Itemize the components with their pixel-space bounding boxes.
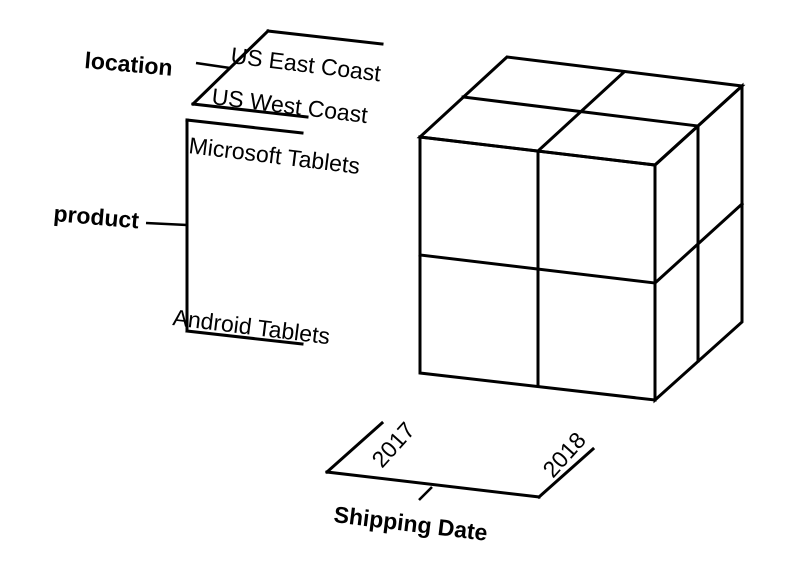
cube-side-face — [653, 82, 744, 404]
location-connector — [195, 61, 231, 70]
product-connector — [145, 221, 188, 227]
location-member-us-east-coast: US East Coast — [229, 42, 382, 86]
date-axis-spine — [325, 470, 541, 499]
date-axis-title: Shipping Date — [332, 501, 489, 546]
data-cube — [416, 55, 746, 404]
date-member-2018: 2018 — [537, 427, 591, 482]
product-axis: product Microsoft Tablets Android Tablet… — [53, 118, 361, 349]
location-tick-west — [191, 102, 309, 119]
location-axis-title: location — [84, 47, 174, 81]
date-member-2017: 2017 — [366, 417, 420, 472]
location-tick-east — [266, 29, 384, 46]
cube-front-divider-h — [418, 253, 657, 285]
product-member-microsoft-tablets: Microsoft Tablets — [187, 132, 361, 179]
product-tick-microsoft — [185, 118, 304, 135]
location-axis-spine — [190, 28, 271, 107]
cube-top-divider-2 — [535, 69, 627, 154]
product-tick-android — [185, 329, 304, 346]
product-axis-title: product — [53, 200, 141, 233]
location-member-us-west-coast: US West Coast — [210, 83, 369, 128]
cube-side-divider-h — [652, 201, 745, 286]
location-axis: location US East Coast US West Coast — [84, 28, 384, 128]
date-tick-2017 — [324, 420, 385, 475]
shipping-date-axis: Shipping Date 2017 2018 — [324, 417, 596, 546]
date-tick-2018 — [536, 446, 596, 500]
date-connector — [418, 486, 433, 501]
product-member-android-tablets: Android Tablets — [171, 304, 331, 349]
